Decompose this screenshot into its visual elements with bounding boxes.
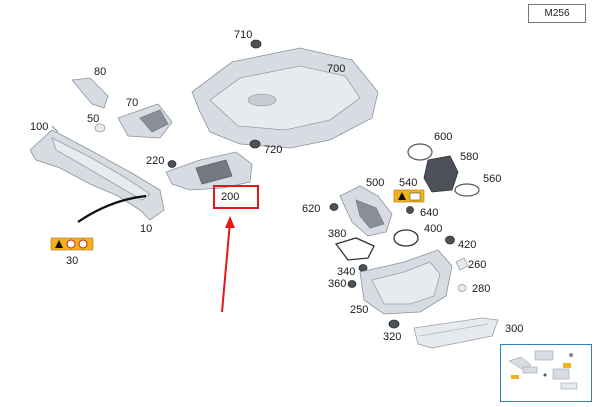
highlight-box-200 (213, 185, 259, 209)
air-filter-300-part[interactable] (413, 317, 499, 349)
warning-label-icon (398, 192, 421, 201)
callout-70: 70 (126, 97, 138, 109)
callout-720: 720 (264, 144, 282, 156)
callout-30: 30 (66, 255, 78, 267)
callout-380: 380 (328, 228, 346, 240)
callout-80: 80 (94, 66, 106, 78)
callout-100: 100 (30, 121, 48, 133)
highlight-arrow-head (225, 216, 235, 228)
seal-580-part[interactable] (423, 155, 459, 193)
callout-250: 250 (350, 304, 368, 316)
callout-400: 400 (424, 223, 442, 235)
callout-360: 360 (328, 278, 346, 290)
grommet-720-part[interactable] (249, 139, 261, 149)
gasket-600-part[interactable] (407, 143, 433, 161)
warning-label-540-part[interactable] (393, 189, 425, 203)
warning-label-icon (55, 239, 88, 249)
callout-50: 50 (87, 113, 99, 125)
callout-540: 540 (399, 177, 417, 189)
callout-640: 640 (420, 207, 438, 219)
ring-560-part[interactable] (454, 183, 480, 197)
callout-500: 500 (366, 177, 384, 189)
bolt-420-part[interactable] (445, 235, 455, 245)
callout-280: 280 (472, 283, 490, 295)
air-intake-duct-200-part[interactable] (165, 151, 253, 191)
callout-560: 560 (483, 173, 501, 185)
overview-thumbnail[interactable] (500, 344, 592, 402)
engine-cover-part[interactable] (191, 47, 379, 149)
gasket-380-part[interactable] (334, 237, 375, 261)
thumbnail-drawing (508, 350, 578, 390)
callout-260: 260 (468, 259, 486, 271)
grommet-710-part[interactable] (250, 39, 262, 49)
callout-200: 200 (221, 191, 239, 203)
callout-220: 220 (146, 155, 164, 167)
clip-220-part[interactable] (167, 160, 177, 168)
cowl-panel-10-part[interactable] (29, 129, 165, 221)
warning-label-30-part[interactable] (50, 237, 94, 251)
callout-340: 340 (337, 266, 355, 278)
callout-620: 620 (302, 203, 320, 215)
highlight-arrow-shaft (221, 221, 231, 313)
clip-640-part[interactable] (406, 206, 414, 214)
model-code-label: M256 (528, 4, 586, 23)
clip-260-part[interactable] (455, 257, 469, 271)
leader-100 (51, 125, 59, 133)
callout-320: 320 (383, 331, 401, 343)
callout-420: 420 (458, 239, 476, 251)
callout-710: 710 (234, 29, 252, 41)
air-filter-housing-250-part[interactable] (359, 249, 453, 315)
callout-10: 10 (140, 223, 152, 235)
callout-700: 700 (327, 63, 345, 75)
mount-320-part[interactable] (388, 319, 400, 329)
callout-600: 600 (434, 131, 452, 143)
fitting-280-part[interactable] (457, 284, 467, 292)
bolt-620-part[interactable] (329, 203, 339, 211)
callout-580: 580 (460, 151, 478, 163)
air-duct-70-part[interactable] (117, 103, 173, 139)
callout-300: 300 (505, 323, 523, 335)
fastener-360-part[interactable] (347, 280, 357, 288)
intake-housing-500-part[interactable] (339, 185, 393, 237)
bracket-80-part[interactable] (71, 77, 109, 109)
fitting-50-part[interactable] (94, 123, 106, 133)
o-ring-400-part[interactable] (393, 229, 419, 247)
cable-line (77, 194, 147, 223)
